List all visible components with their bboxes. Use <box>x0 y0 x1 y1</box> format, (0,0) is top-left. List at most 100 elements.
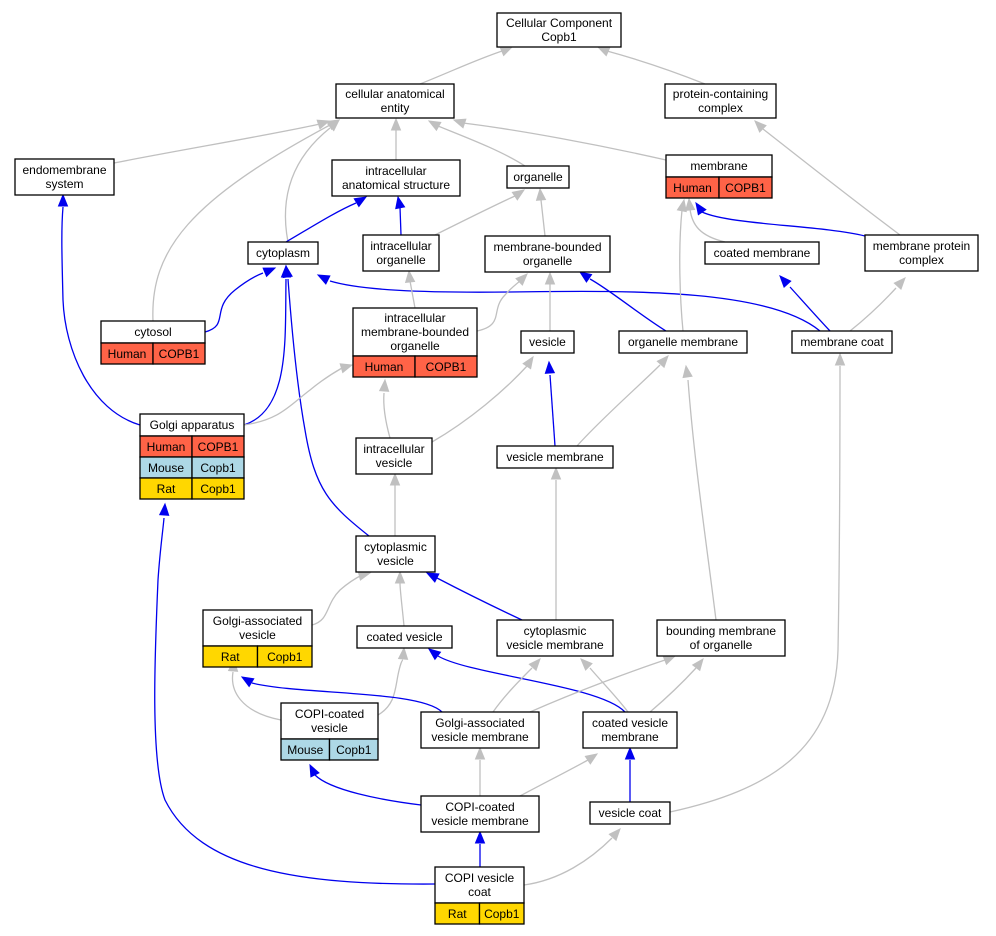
node-vesicle[interactable]: vesicle <box>520 330 575 354</box>
node-vesmem[interactable]: vesicle membrane <box>496 445 614 469</box>
node-box <box>280 702 379 740</box>
edge-golgi-to-endo <box>57 193 141 426</box>
node-label: membrane protein <box>873 239 970 253</box>
arrowhead <box>528 658 541 672</box>
edge-cvm-to-cytves <box>425 572 523 621</box>
node-box <box>335 83 455 119</box>
node-label: vesicle <box>376 456 413 470</box>
arrowhead <box>893 277 906 291</box>
node-label: organelle <box>376 253 426 267</box>
node-label: anatomical structure <box>342 178 450 192</box>
node-label: vesicle membrane <box>431 730 529 744</box>
node-box <box>582 711 678 749</box>
node-label: Golgi-associated <box>213 614 302 628</box>
node-label: protein-containing <box>673 87 768 101</box>
gene-label: COPB1 <box>198 440 239 454</box>
edge-ias-to-cae <box>390 117 402 160</box>
edge-copivm-to-cvmem <box>519 753 599 797</box>
edge-orgmem-to-membrane <box>676 198 687 332</box>
node-coatedves[interactable]: coated vesicle <box>356 625 453 649</box>
edge-vcoat-to-cvmem <box>624 746 636 802</box>
edge-membrane-to-cae <box>452 118 667 161</box>
node-memcoat[interactable]: membrane coat <box>791 330 893 354</box>
arrowhead <box>535 187 547 201</box>
arrowhead <box>339 363 354 374</box>
edges-layer <box>57 46 906 886</box>
node-vcoat[interactable]: vesicle coat <box>589 801 671 825</box>
edge-vesmem-to-orgmem <box>576 355 669 447</box>
species-label: Human <box>673 181 712 195</box>
arrowhead <box>240 676 255 688</box>
node-label: cytosol <box>134 325 171 339</box>
edge-copivm-to-copiv <box>309 763 422 806</box>
edge-cytoplasm-to-ias <box>285 196 368 243</box>
node-label: organelle <box>513 170 563 184</box>
edge-mpc-to-pcc <box>754 120 901 236</box>
arrowhead <box>57 193 69 207</box>
arrowhead <box>404 269 416 283</box>
edge-cvmem-to-bmo <box>649 657 704 713</box>
node-box <box>356 625 453 649</box>
edge-memcoat-to-mpc <box>849 277 906 332</box>
node-label: of organelle <box>690 638 753 652</box>
node-imbo[interactable]: intracellularmembrane-boundedorganelleHu… <box>352 307 478 378</box>
node-box <box>589 801 671 825</box>
arrowhead <box>390 117 402 131</box>
edge-coatedmem-to-membrane <box>684 197 726 243</box>
node-cytoplasm[interactable]: cytoplasm <box>247 241 319 265</box>
arrowhead <box>309 763 320 778</box>
arrowhead <box>580 658 593 671</box>
node-box <box>362 234 440 272</box>
arrowhead <box>395 195 406 210</box>
species-label: Mouse <box>287 743 323 757</box>
edge-io-to-ias <box>395 195 406 236</box>
arrowhead <box>779 275 792 289</box>
node-label: membrane <box>601 730 659 744</box>
arrowhead <box>676 198 687 213</box>
arrowhead <box>695 201 707 216</box>
edge-mbo-to-organelle <box>535 187 547 237</box>
node-label: organelle <box>390 339 440 353</box>
edge-gavm-to-gav <box>240 676 443 713</box>
arrowhead <box>544 360 556 374</box>
edge-pcc-to-root <box>596 46 706 85</box>
arrowhead <box>425 572 440 583</box>
arrowhead <box>684 197 696 211</box>
gene-label: COPB1 <box>725 181 766 195</box>
edge-cytoplasm-to-cae <box>284 119 340 243</box>
species-label: Human <box>147 440 186 454</box>
node-box <box>704 241 820 265</box>
edge-orgmem-to-mbo <box>578 271 667 332</box>
node-box <box>506 165 570 189</box>
node-label: vesicle membrane <box>506 638 604 652</box>
arrowhead <box>754 120 767 133</box>
node-organelle[interactable]: organelle <box>506 165 570 189</box>
node-coatedmem[interactable]: coated membrane <box>704 241 820 265</box>
edge-cae-to-root <box>419 46 514 85</box>
node-label: endomembrane <box>22 163 106 177</box>
node-orgmem[interactable]: organelle membrane <box>618 330 748 354</box>
